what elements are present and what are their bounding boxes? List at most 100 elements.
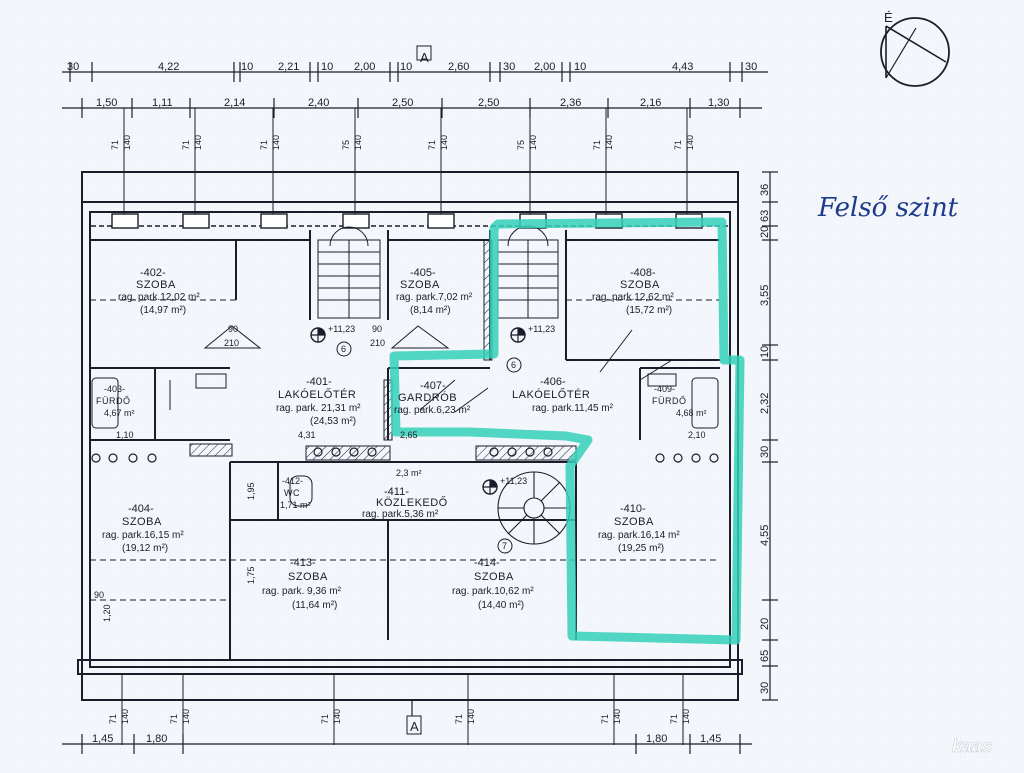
svg-text:71: 71 — [108, 714, 118, 724]
dim-label: 1,50 — [96, 97, 117, 109]
svg-text:SZOBA: SZOBA — [288, 571, 328, 583]
dim-label: 2,50 — [392, 97, 413, 109]
svg-text:140: 140 — [685, 135, 695, 150]
svg-text:4,68 m²: 4,68 m² — [676, 408, 707, 418]
svg-text:rag. park.7,02 m²: rag. park.7,02 m² — [396, 292, 473, 303]
svg-text:140: 140 — [332, 709, 342, 724]
internal-walls — [90, 230, 720, 660]
dim-label: 2,50 — [478, 97, 499, 109]
svg-text:1,80: 1,80 — [146, 733, 167, 745]
staircase-left — [317, 226, 381, 319]
svg-text:rag. park.6,23 m²: rag. park.6,23 m² — [394, 405, 471, 416]
svg-text:-401-: -401- — [306, 376, 332, 388]
room-label-413: -413- SZOBA rag. park. 9,36 m² (11,64 m²… — [262, 557, 342, 611]
svg-text:SZOBA: SZOBA — [614, 516, 654, 528]
room-label-405: -405- SZOBA rag. park.7,02 m² (8,14 m²) — [396, 267, 473, 316]
svg-text:-406-: -406- — [540, 376, 566, 388]
svg-text:71: 71 — [320, 714, 330, 724]
highlight-outline — [389, 217, 745, 645]
svg-text:140: 140 — [612, 709, 622, 724]
room-label-410: -410- SZOBA rag. park.16,14 m² (19,25 m²… — [598, 503, 680, 554]
watermark: kaas — [952, 736, 992, 756]
svg-text:4,67 m²: 4,67 m² — [104, 408, 135, 418]
svg-text:(14,40 m²): (14,40 m²) — [478, 600, 524, 611]
svg-text:71: 71 — [673, 140, 683, 150]
svg-text:(19,12 m²): (19,12 m²) — [122, 543, 168, 554]
svg-text:-408-: -408- — [630, 267, 656, 279]
floor-markers — [91, 447, 719, 463]
svg-text:1,45: 1,45 — [700, 733, 721, 745]
svg-text:-402-: -402- — [140, 267, 166, 279]
dim-label: 2,21 — [278, 61, 299, 73]
svg-text:-405-: -405- — [410, 267, 436, 279]
svg-text:(19,25 m²): (19,25 m²) — [618, 543, 664, 554]
svg-text:71: 71 — [181, 140, 191, 150]
room-label-411: -411- KÖZLEKEDŐ rag. park.5,36 m² — [362, 486, 447, 520]
svg-text:6: 6 — [511, 360, 516, 370]
svg-text:FÜRDŐ: FÜRDŐ — [96, 396, 131, 406]
svg-text:1,80: 1,80 — [646, 733, 667, 745]
svg-text:1,45: 1,45 — [92, 733, 113, 745]
svg-text:LAKÓELŐTÉR: LAKÓELŐTÉR — [512, 387, 590, 401]
dim-label: 4,22 — [158, 61, 179, 73]
svg-text:4,31: 4,31 — [298, 430, 316, 440]
dim-label: 30 — [503, 61, 515, 73]
dim-label: 2,14 — [224, 97, 245, 109]
svg-text:30: 30 — [759, 682, 771, 694]
svg-text:75: 75 — [341, 140, 351, 150]
svg-text:rag. park.5,36 m²: rag. park.5,36 m² — [362, 509, 439, 520]
svg-text:rag. park. 21,31 m²: rag. park. 21,31 m² — [276, 403, 361, 414]
room-label-408: -408- SZOBA rag. park.12,62 m² (15,72 m²… — [592, 267, 674, 316]
svg-text:-414-: -414- — [474, 557, 500, 569]
bathroom-fixtures — [91, 373, 719, 507]
svg-text:-409-: -409- — [654, 384, 675, 394]
svg-text:(11,64 m²): (11,64 m²) — [292, 600, 337, 611]
north-label: É — [884, 10, 893, 25]
handwritten-note: Felső szint — [817, 193, 959, 223]
section-marker-top: A — [420, 50, 429, 65]
svg-text:(24,53 m²): (24,53 m²) — [310, 416, 356, 427]
svg-text:140: 140 — [120, 709, 130, 724]
svg-text:(14,97 m²): (14,97 m²) — [140, 305, 186, 316]
dim-label: 2,16 — [640, 97, 661, 109]
door-swings — [169, 325, 673, 413]
dim-label: 2,36 — [560, 97, 581, 109]
svg-text:+11,23: +11,23 — [500, 476, 527, 486]
svg-text:140: 140 — [528, 135, 538, 150]
svg-text:2,32: 2,32 — [759, 393, 771, 414]
svg-text:rag. park.11,45 m²: rag. park.11,45 m² — [532, 403, 614, 414]
svg-text:1,10: 1,10 — [116, 430, 134, 440]
svg-text:140: 140 — [193, 135, 203, 150]
dim-label: 2,00 — [534, 61, 555, 73]
north-arrow-icon — [880, 17, 950, 87]
dim-label: 10 — [321, 61, 333, 73]
room-label-406: -406- LAKÓELŐTÉR rag. park.11,45 m² — [512, 376, 614, 414]
svg-text:rag. park.16,15 m²: rag. park.16,15 m² — [102, 530, 184, 541]
svg-text:140: 140 — [681, 709, 691, 724]
svg-text:71: 71 — [600, 714, 610, 724]
top-dimension-chain-2 — [62, 98, 762, 118]
bottom-window-axis-lines — [121, 674, 684, 745]
dim-label: 2,60 — [448, 61, 469, 73]
svg-text:WC: WC — [284, 488, 300, 498]
misc-dimension-labels: 90 210 90 210 1,10 2,3 m² 4,31 2,65 2,10… — [94, 324, 706, 622]
svg-text:6: 6 — [341, 344, 346, 354]
svg-text:-412-: -412- — [282, 476, 303, 486]
top-dimension-labels-1: 30 4,22 10 2,21 10 2,00 10 A 2,60 30 2,0… — [67, 50, 757, 73]
svg-text:4,55: 4,55 — [759, 525, 771, 546]
svg-text:rag. park.16,14 m²: rag. park.16,14 m² — [598, 530, 680, 541]
dim-label: 1,11 — [152, 97, 173, 109]
svg-text:rag. park.12,62 m²: rag. park.12,62 m² — [592, 292, 674, 303]
svg-text:210: 210 — [224, 338, 239, 348]
room-label-409: -409- FÜRDŐ 4,68 m² — [652, 384, 707, 418]
svg-text:LAKÓELŐTÉR: LAKÓELŐTÉR — [278, 387, 356, 401]
top-dimension-labels-2: 1,50 1,11 2,14 2,40 2,50 2,50 2,36 2,16 … — [96, 97, 729, 109]
svg-text:36: 36 — [759, 184, 771, 196]
svg-text:20: 20 — [759, 618, 771, 630]
svg-text:SZOBA: SZOBA — [122, 516, 162, 528]
svg-text:1,20: 1,20 — [102, 604, 112, 622]
dim-label: 30 — [745, 61, 757, 73]
svg-text:2,65: 2,65 — [400, 430, 418, 440]
level-markers: +11,23 +11,23 +11,23 6 6 7 — [310, 324, 555, 554]
